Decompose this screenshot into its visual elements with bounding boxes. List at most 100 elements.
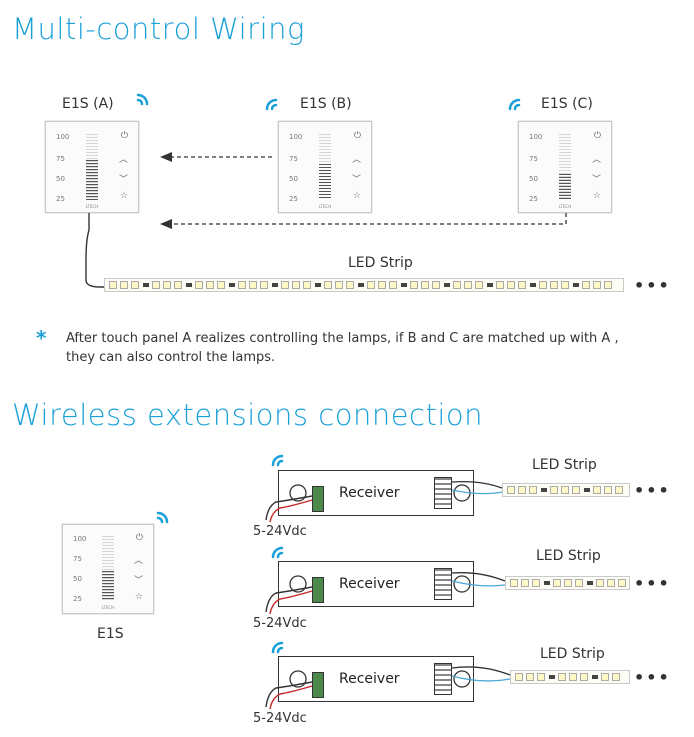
scale-25: 25 (73, 595, 82, 603)
strip-led-chip (618, 579, 626, 587)
scale-50: 50 (73, 575, 82, 583)
strip-led-chip (615, 486, 623, 494)
strip-led-chip (206, 281, 214, 289)
chevron-up-icon: ︿ (133, 556, 143, 566)
scale-50: 50 (56, 175, 65, 183)
strip-led-chip (324, 281, 332, 289)
chevron-down-icon: ﹀ (118, 175, 128, 185)
panel-e1s-label: E1S (97, 626, 124, 642)
scale-50: 50 (529, 175, 538, 183)
brightness-bar (559, 134, 571, 200)
led-strip-top (104, 278, 624, 292)
power-icon: ⏻ (353, 131, 361, 141)
output-terminal (434, 477, 452, 509)
strip-led-chip (410, 281, 418, 289)
strip-led-chip (537, 673, 545, 681)
strip-resistor (315, 283, 321, 287)
note-asterisk-icon: * (36, 326, 47, 350)
wireless-signal-icon (508, 98, 521, 111)
strip-resistor (186, 283, 192, 287)
panel-b-label: E1S (B) (300, 96, 352, 112)
scale-75: 75 (289, 155, 298, 163)
voltage-label-3: 5-24Vdc (253, 711, 307, 726)
section-title-multi-control: Multi-control Wiring (12, 12, 305, 46)
strip-continuation-2: ••• (634, 574, 671, 593)
panel-c-label: E1S (C) (541, 96, 593, 112)
strip-resistor (544, 581, 550, 585)
output-terminal (434, 663, 452, 695)
chevron-up-icon: ︿ (351, 155, 361, 165)
strip-led-chip (475, 281, 483, 289)
strip-led-chip (507, 281, 515, 289)
strip-led-chip (238, 281, 246, 289)
strip-led-chip (550, 281, 558, 289)
led-strip-3 (510, 670, 630, 684)
strip-led-chip (575, 579, 583, 587)
scale-100: 100 (529, 133, 543, 141)
scale-75: 75 (529, 155, 538, 163)
led-strip-2 (505, 576, 630, 590)
strip-continuation-1: ••• (634, 481, 671, 500)
brightness-bar (319, 134, 331, 200)
brightness-bar (86, 134, 98, 200)
output-terminal (434, 568, 452, 600)
dashed-arrow-c-to-a (172, 213, 567, 225)
strip-led-chip (120, 281, 128, 289)
strip-led-chip (518, 486, 526, 494)
strip-resistor (573, 283, 579, 287)
strip-led-chip (195, 281, 203, 289)
strip-led-chip (518, 281, 526, 289)
brand-logo: LTECH (318, 204, 332, 209)
strip-led-chip (260, 281, 268, 289)
strip-led-chip (569, 673, 577, 681)
brand-logo: LTECH (558, 204, 572, 209)
led-strip-label-1: LED Strip (532, 457, 597, 473)
strip-led-chip (550, 486, 558, 494)
note-line-1: After touch panel A realizes controlling… (66, 331, 619, 346)
strip-led-chip (131, 281, 139, 289)
strip-led-chip (507, 486, 515, 494)
strip-led-chip (421, 281, 429, 289)
touch-panel-c: 100 75 50 25 ⏻ ︿ ﹀ ☆ LTECH (518, 121, 612, 213)
strip-led-chip (532, 579, 540, 587)
strip-led-chip (152, 281, 160, 289)
strip-resistor (229, 283, 235, 287)
chevron-down-icon: ﹀ (591, 175, 601, 185)
strip-resistor (272, 283, 278, 287)
strip-continuation-3: ••• (634, 668, 671, 687)
chevron-up-icon: ︿ (118, 155, 128, 165)
led-strip-label: LED Strip (348, 255, 413, 271)
strip-led-chip (561, 486, 569, 494)
strip-resistor (444, 283, 450, 287)
touch-panel-b: 100 75 50 25 ⏻ ︿ ﹀ ☆ LTECH (278, 121, 372, 213)
strip-led-chip (389, 281, 397, 289)
strip-led-chip (572, 486, 580, 494)
strip-led-chip (607, 579, 615, 587)
strip-resistor (541, 488, 547, 492)
input-terminal (312, 486, 324, 512)
strip-led-chip (249, 281, 257, 289)
power-input-wires (265, 495, 313, 710)
strip-led-chip (564, 579, 572, 587)
receiver-label: Receiver (339, 576, 400, 592)
strip-resistor (401, 283, 407, 287)
strip-led-chip (174, 281, 182, 289)
scale-25: 25 (529, 195, 538, 203)
output-wires (451, 480, 511, 682)
wireless-signal-icon (271, 641, 284, 654)
arrowhead-b-to-a (160, 152, 172, 162)
star-icon: ☆ (592, 191, 601, 201)
strip-led-chip (464, 281, 472, 289)
strip-led-chip (510, 579, 518, 587)
power-icon: ⏻ (120, 131, 128, 141)
strip-led-chip (292, 281, 300, 289)
strip-led-chip (593, 281, 601, 289)
arrowhead-c-to-a (160, 219, 172, 229)
strip-led-chip (521, 579, 529, 587)
star-icon: ☆ (134, 592, 143, 602)
wireless-signal-icon (271, 454, 284, 467)
scale-50: 50 (289, 175, 298, 183)
scale-100: 100 (56, 133, 70, 141)
strip-led-chip (496, 281, 504, 289)
wireless-signal-icon (136, 93, 149, 106)
